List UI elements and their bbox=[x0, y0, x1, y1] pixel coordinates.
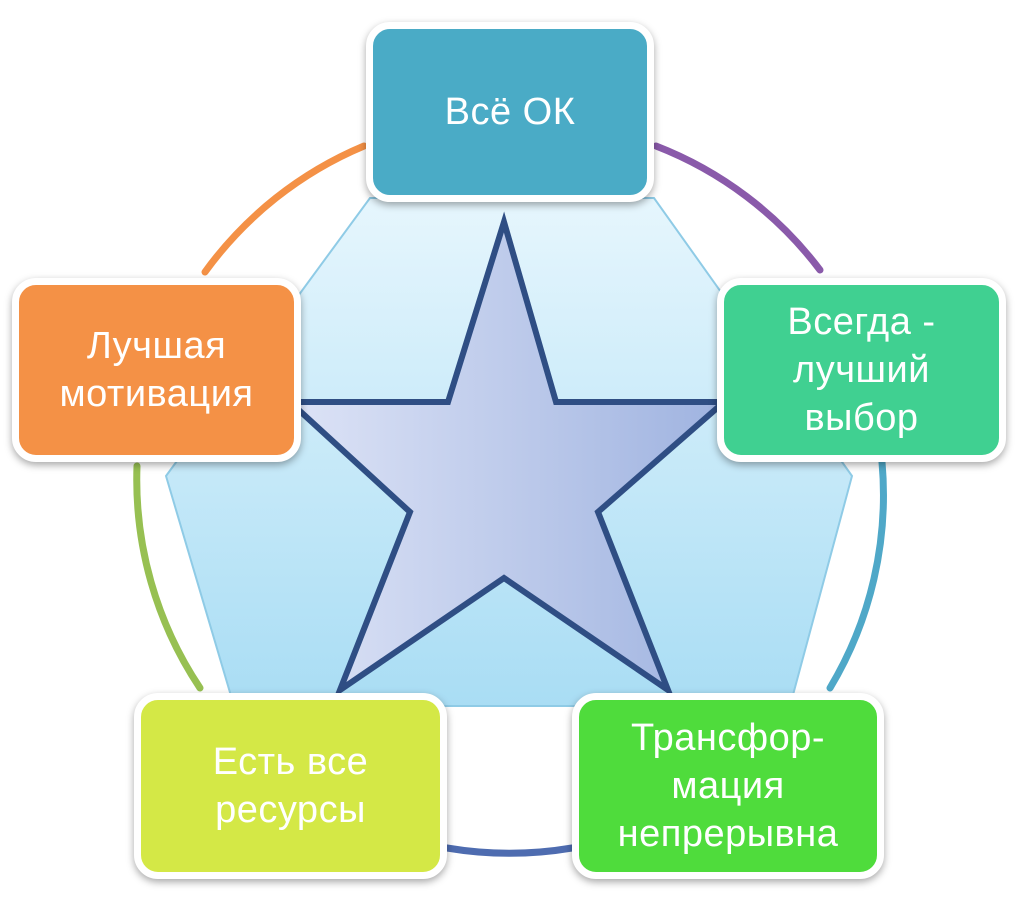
node-vse-ok: Всё ОК bbox=[366, 22, 654, 202]
ring-arc-right-bottom bbox=[826, 458, 887, 692]
ring-arc-bottom bbox=[443, 844, 576, 857]
ring-arc-top-right bbox=[652, 142, 824, 274]
node-est-vse-resursy: Есть все ресурсы bbox=[134, 693, 447, 879]
node-luchshaya-motivaciya: Лучшая мотивация bbox=[12, 278, 301, 462]
node-transformaciya-nepreryvna: Трансфор- мация непрерывна bbox=[572, 693, 884, 879]
cycle-ring bbox=[133, 142, 887, 857]
node-vse-ok-label: Всё ОК bbox=[444, 91, 576, 133]
node-est-vse-resursy-label: Есть все ресурсы bbox=[212, 741, 369, 831]
star-shape bbox=[282, 211, 732, 698]
node-vsegda-luchshiy-vybor-label: Всегда - лучший выбор bbox=[787, 301, 936, 439]
node-luchshaya-motivaciya-label: Лучшая мотивация bbox=[59, 325, 254, 415]
node-vsegda-luchshiy-vybor: Всегда - лучший выбор bbox=[717, 278, 1006, 462]
node-transformaciya-nepreryvna-label: Трансфор- мация непрерывна bbox=[617, 717, 839, 855]
ring-arc-left-top bbox=[201, 142, 368, 276]
ring-arc-bottom-left bbox=[133, 462, 204, 692]
